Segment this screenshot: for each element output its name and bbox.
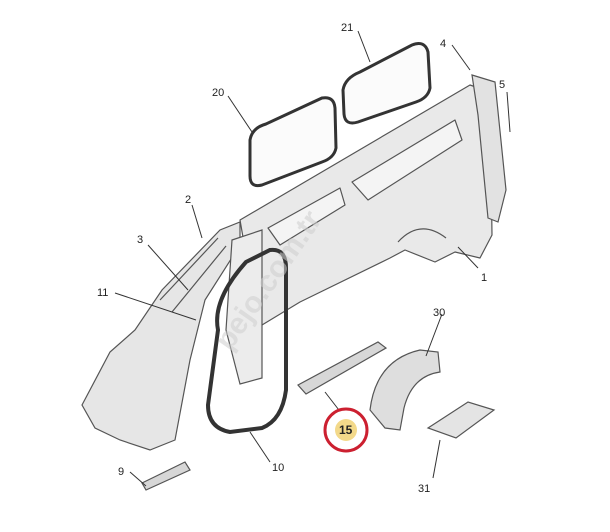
callout-11[interactable]: 11 [97,287,108,299]
door-seal [205,247,288,435]
leader-lines [114,30,511,487]
rear-pillar [471,74,507,223]
front-pillar-section [81,221,241,451]
callout-21[interactable]: 21 [341,22,353,34]
callout-20[interactable]: 20 [212,87,224,99]
callout-10[interactable]: 10 [272,462,284,474]
side-body-panel [239,84,493,326]
callout-3[interactable]: 3 [137,234,143,246]
callout-15[interactable]: 15 [339,423,353,437]
wheel-arch-liner [369,349,441,431]
callout-labels: 1 2 3 4 5 9 10 11 15 20 21 30 31 [97,22,505,495]
callout-4[interactable]: 4 [440,38,446,50]
center-pillar [225,229,263,385]
highlight-badge [335,419,357,441]
window-20 [248,96,338,188]
window-21 [341,42,432,125]
callout-2[interactable]: 2 [185,194,191,206]
callout-1[interactable]: 1 [481,272,487,284]
callout-31[interactable]: 31 [418,483,430,495]
callout-30[interactable]: 30 [433,307,445,319]
sill-strip [141,461,191,491]
sill-trim [297,341,388,395]
underfloor-panel [426,401,496,439]
callout-5[interactable]: 5 [499,79,505,91]
callout-9[interactable]: 9 [118,466,124,478]
